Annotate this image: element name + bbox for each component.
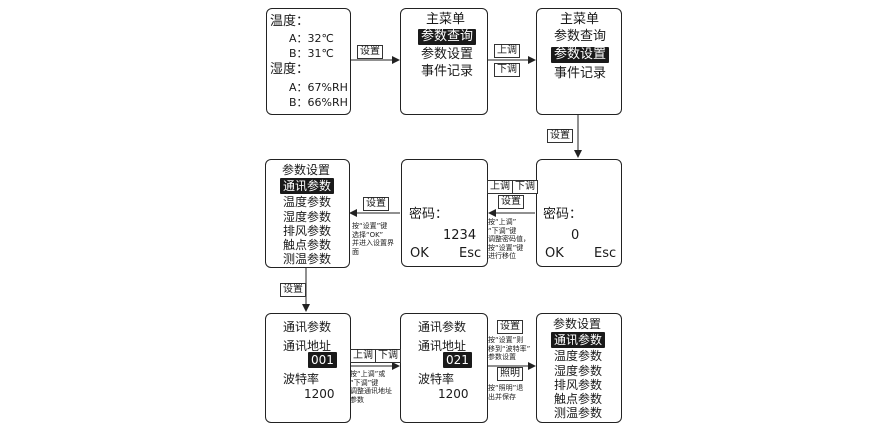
key-set-5: 设置 (280, 283, 306, 297)
note-adjust-address: 按“上调”或 “下调”键 调整通讯地址 参数 (350, 370, 392, 404)
menu-item-events: 事件记录 (554, 66, 607, 81)
key-set-3: 设置 (498, 195, 524, 209)
key-down-2: 下调 (512, 180, 538, 194)
esc-label: Esc (459, 246, 482, 261)
password-value: 0 (571, 228, 580, 243)
temp-label: 温度： (270, 14, 310, 29)
key-up-1: 上调 (494, 44, 520, 58)
screen-password-initial: 密码： 0 OK Esc (536, 159, 622, 267)
address-label: 通讯地址 (418, 339, 467, 353)
settings-item-tempmeasure: 测温参数 (283, 252, 332, 266)
menu-item-events: 事件记录 (421, 64, 474, 79)
address-value: 021 (443, 352, 472, 368)
settings-item-tempmeasure: 测温参数 (554, 406, 603, 420)
comm-title: 通讯参数 (283, 320, 332, 334)
note-move-baud: 按“设置”则 移到“波特率” 参数设置 (488, 336, 531, 361)
key-light: 照明 (497, 367, 523, 381)
comm-title: 通讯参数 (418, 320, 467, 334)
screen-measurements: 温度： A：32℃ B：31℃ 湿度： A：67%RH B：66%RH (266, 8, 351, 115)
key-set-2: 设置 (547, 129, 573, 143)
address-value: 001 (308, 352, 337, 368)
password-label: 密码： (543, 207, 583, 222)
screen-password-entered: 密码： 1234 OK Esc (401, 159, 488, 267)
settings-title: 参数设置 (553, 317, 602, 331)
temp-a: A：32℃ (289, 32, 334, 45)
key-set-4: 设置 (363, 197, 389, 211)
settings-item-temp: 温度参数 (283, 195, 332, 209)
menu-item-query-selected: 参数查询 (418, 29, 477, 45)
baud-label: 波特率 (283, 372, 320, 386)
menu-title: 主菜单 (426, 12, 466, 27)
note-select-ok: 按“设置”键 选择“OK” 并进入设置界 面 (352, 222, 394, 256)
key-set-1: 设置 (357, 45, 383, 59)
address-label: 通讯地址 (283, 339, 332, 353)
ok-label: OK (410, 246, 429, 261)
settings-item-contact: 触点参数 (554, 392, 603, 406)
settings-item-temp: 温度参数 (554, 349, 603, 363)
settings-item-comm-selected: 通讯参数 (551, 332, 606, 348)
menu-item-settings-selected: 参数设置 (551, 47, 610, 63)
esc-label: Esc (594, 246, 617, 261)
menu-item-settings: 参数设置 (421, 47, 474, 62)
hum-a: A：67%RH (289, 81, 348, 94)
baud-value: 1200 (304, 387, 335, 401)
screen-param-settings-return: 参数设置 通讯参数 温度参数 湿度参数 排风参数 触点参数 测温参数 (536, 313, 622, 423)
screen-comm-params-initial: 通讯参数 通讯地址 001 波特率 1200 (265, 313, 351, 423)
key-up-3: 上调 (350, 349, 376, 363)
settings-item-comm-selected: 通讯参数 (280, 178, 335, 194)
temp-b: B：31℃ (289, 47, 334, 60)
baud-label: 波特率 (418, 372, 455, 386)
key-down-3: 下调 (375, 349, 401, 363)
screen-param-settings: 参数设置 通讯参数 温度参数 湿度参数 排风参数 触点参数 测温参数 (265, 159, 350, 268)
key-down-1: 下调 (494, 63, 520, 77)
settings-item-contact: 触点参数 (283, 238, 332, 252)
ok-label: OK (545, 246, 564, 261)
baud-value: 1200 (438, 387, 469, 401)
hum-label: 湿度： (270, 62, 310, 77)
menu-item-query: 参数查询 (554, 29, 607, 44)
screen-main-menu-query: 主菜单 参数查询 参数设置 事件记录 (400, 8, 488, 115)
note-exit-save: 按“照明”退 出并保存 (488, 384, 524, 401)
note-password-adjust: 按“上调” “下调”键 调整密码值， 按“设置”键 进行移位 (488, 218, 530, 260)
settings-title: 参数设置 (282, 163, 331, 177)
screen-main-menu-settings: 主菜单 参数查询 参数设置 事件记录 (536, 8, 622, 115)
key-set-6: 设置 (497, 320, 523, 334)
hum-b: B：66%RH (289, 96, 348, 109)
menu-title: 主菜单 (560, 12, 600, 27)
screen-comm-params-edited: 通讯参数 通讯地址 021 波特率 1200 (400, 313, 488, 423)
settings-item-exhaust: 排风参数 (554, 378, 603, 392)
settings-item-hum: 湿度参数 (554, 364, 603, 378)
settings-item-exhaust: 排风参数 (283, 224, 332, 238)
password-label: 密码： (409, 207, 449, 222)
password-value: 1234 (443, 228, 477, 243)
settings-item-hum: 湿度参数 (283, 210, 332, 224)
key-up-2: 上调 (487, 180, 513, 194)
